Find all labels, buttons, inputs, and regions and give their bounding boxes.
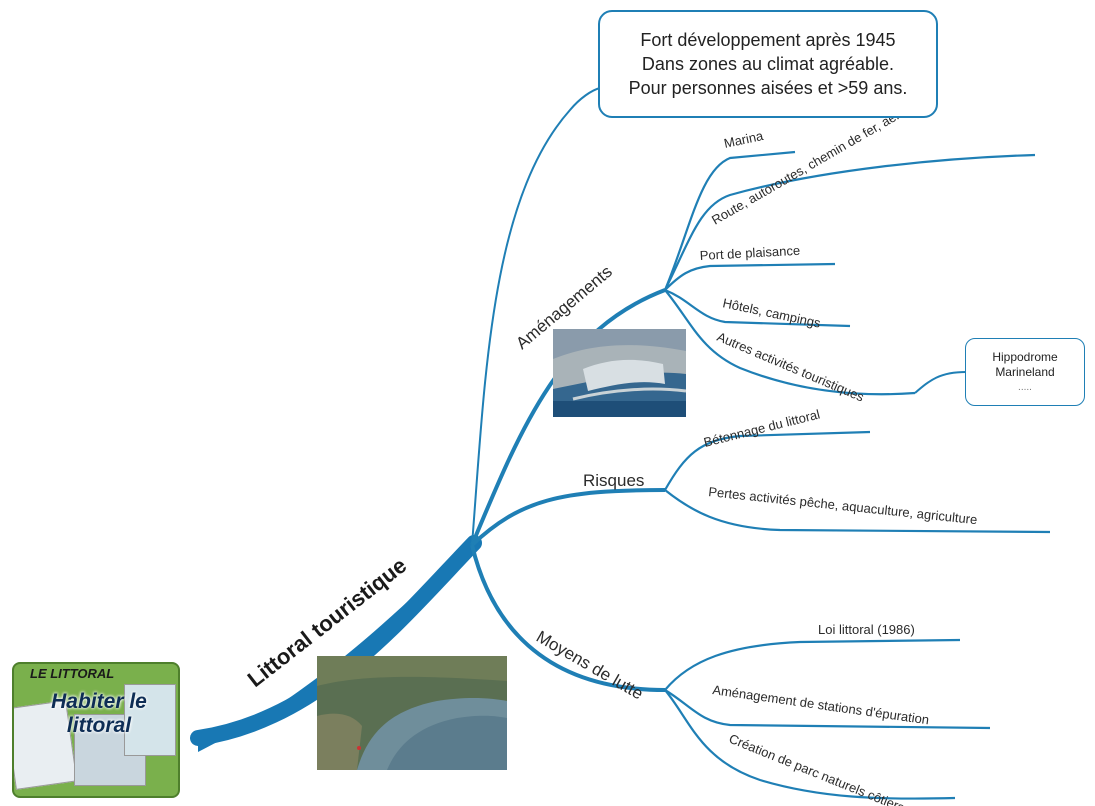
aerial-bay-photo xyxy=(317,656,507,770)
note-right: Hippodrome Marineland ..... xyxy=(965,338,1085,406)
aerial-bay-photo-art xyxy=(317,656,507,770)
item-epuration: Aménagement de stations d'épuration xyxy=(712,682,931,727)
item-loi: Loi littoral (1986) xyxy=(818,622,915,637)
sub-branch-betonnage xyxy=(664,430,871,491)
note-right-line3: ..... xyxy=(1018,381,1032,393)
branch-moyens xyxy=(470,544,666,692)
note-right-line2: Marineland xyxy=(995,364,1055,379)
branch-amenagements xyxy=(470,288,666,546)
sub-branch-autres xyxy=(664,289,916,396)
note-top-line1: Fort développement après 1945 xyxy=(640,30,896,50)
marina-photo-art xyxy=(553,329,686,417)
item-parc: Création de parc naturels côtiers xyxy=(727,731,907,806)
marina-photo xyxy=(553,329,686,417)
sub-branch-epuration xyxy=(664,689,991,730)
branch-label-risques: Risques xyxy=(583,471,644,490)
item-betonnage: Bétonnage du littoral xyxy=(702,406,821,449)
cover-main-title: Habiter le littoral xyxy=(51,690,147,737)
item-pertes: Pertes activités pêche, aquaculture, agr… xyxy=(708,484,978,527)
sub-branch-loi xyxy=(664,638,961,691)
item-marina: Marina xyxy=(723,128,766,151)
branch-label-moyens: Moyens de lutte xyxy=(533,627,646,703)
branch-risques xyxy=(470,488,666,547)
note-top-line3: Pour personnes aisées et >59 ans. xyxy=(628,78,908,98)
item-hotels: Hôtels, campings xyxy=(721,295,822,331)
sub-branch-parc xyxy=(664,689,956,800)
note-top-connector xyxy=(471,87,601,546)
sub-branch-route xyxy=(664,153,1036,291)
book-cover: LE LITTORAL Habiter le littoral xyxy=(12,662,180,798)
sub-branch-marina xyxy=(663,150,796,291)
note-top: Fort développement après 1945 Dans zones… xyxy=(598,10,938,118)
sub-branch-hotels xyxy=(664,288,851,328)
note-right-connector xyxy=(914,371,967,394)
cover-title: LE LITTORAL xyxy=(30,666,115,681)
sub-branch-port xyxy=(664,262,836,291)
cover-card-3 xyxy=(124,684,176,756)
note-right-line1: Hippodrome xyxy=(992,349,1058,364)
note-top-line2: Dans zones au climat agréable. xyxy=(641,54,895,74)
item-port: Port de plaisance xyxy=(699,243,800,263)
sub-branch-pertes xyxy=(664,489,1051,534)
